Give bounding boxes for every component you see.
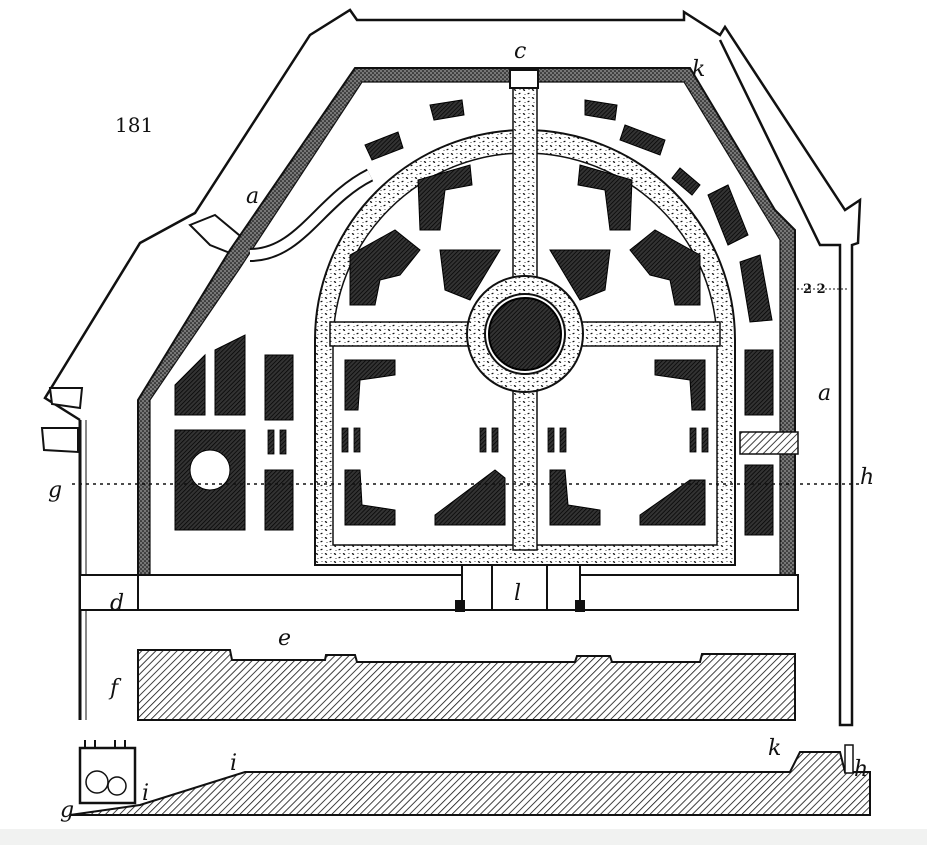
entrance-steps: [455, 564, 585, 612]
label-c: c: [514, 39, 526, 64]
left-bay-upper: [48, 387, 84, 410]
bed-upper-left-1: [417, 164, 473, 231]
bed-upper-left-3: [439, 249, 501, 301]
label-section-i: i: [230, 751, 237, 776]
label-a-right: a: [818, 381, 831, 406]
section-ground: [69, 751, 871, 816]
section-tree-1: [85, 770, 109, 794]
label-e: e: [278, 626, 291, 651]
section-tree-2: [107, 776, 127, 796]
central-fountain: [488, 297, 562, 371]
bed-upper-left-2: [349, 229, 421, 306]
right-pavilion: [739, 431, 799, 455]
section-house-crenels: [84, 740, 126, 748]
top-arch-beds: [364, 99, 701, 196]
figure-number: 181: [115, 113, 153, 137]
label-d: d: [110, 591, 124, 616]
outer-wall: [43, 8, 862, 727]
bed-lower-right-bottom: [639, 479, 706, 526]
label-g: g: [48, 478, 62, 503]
left-bay-lower: [40, 427, 79, 454]
tall-bed-left-lower: [264, 469, 294, 531]
section-post-right: [844, 744, 854, 774]
central-parterre: [267, 79, 736, 566]
cross-section: [69, 740, 871, 816]
left-corner-bed-1: [174, 353, 206, 416]
left-knot-bed: [174, 429, 246, 531]
left-corner-bed-2: [214, 334, 246, 416]
label-section-g: g: [60, 798, 74, 823]
top-gate: [509, 69, 539, 89]
right-border-beds: [707, 184, 774, 536]
label-h: h: [860, 465, 874, 490]
bed-upper-right-2: [629, 229, 701, 306]
label-l: l: [514, 581, 521, 606]
label-section-h: h: [854, 757, 868, 782]
label-section-i-left: i: [142, 781, 149, 806]
bed-upper-right-3: [549, 249, 611, 301]
winding-path-inner: [249, 170, 373, 260]
label-f: f: [108, 676, 122, 701]
terrace-slope: [137, 649, 796, 721]
bed-upper-right-1: [577, 164, 633, 231]
paired-beds: [267, 427, 709, 455]
tall-bed-left-upper: [264, 354, 294, 421]
left-parterre: [174, 334, 294, 531]
label-section-k: k: [768, 736, 781, 761]
bed-lower-left-top: [344, 359, 396, 411]
page-footer-strip: [0, 829, 927, 845]
promenade: [79, 574, 799, 611]
label-k-top: k: [692, 57, 705, 82]
label-a-upper: a: [246, 184, 259, 209]
bed-lower-right-top: [654, 359, 706, 411]
bed-lower-left-bottom: [344, 469, 396, 526]
